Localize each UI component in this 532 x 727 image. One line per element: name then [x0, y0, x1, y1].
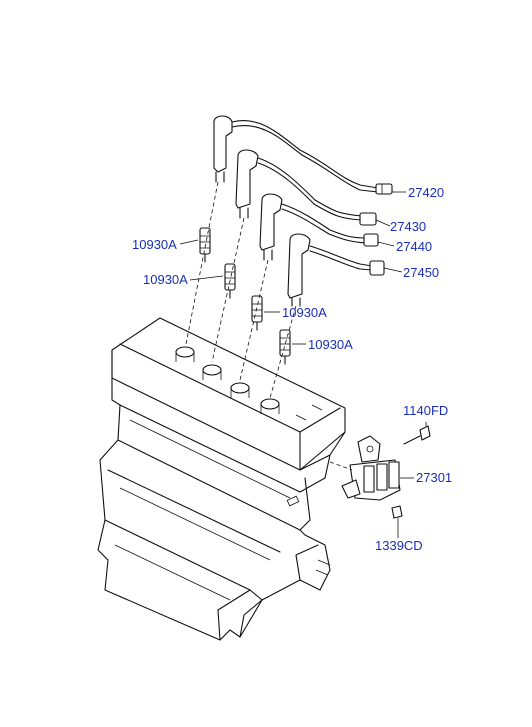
callout-1339cd[interactable]: 1339CD	[375, 538, 423, 553]
callout-10930a-2[interactable]: 10930A	[143, 272, 188, 287]
spark-plugs	[185, 181, 297, 399]
spark-plug-4	[279, 329, 291, 365]
callout-10930a-3[interactable]: 10930A	[282, 305, 327, 320]
engine-block	[97, 317, 346, 641]
leader-lines	[179, 191, 427, 538]
callout-27301[interactable]: 27301	[416, 470, 453, 485]
spark-plug-3	[251, 295, 263, 331]
callout-10930a-4[interactable]: 10930A	[308, 337, 353, 352]
callout-27420[interactable]: 27420	[408, 185, 445, 200]
callout-27440[interactable]: 27440	[396, 239, 433, 254]
callout-1140fd[interactable]: 1140FD	[403, 403, 449, 418]
ignition-coil	[329, 425, 431, 519]
ignition-cables	[213, 115, 393, 307]
spark-plug-1	[199, 227, 211, 263]
callout-10930a-1[interactable]: 10930A	[132, 237, 177, 252]
spark-plug-2	[224, 263, 236, 299]
callout-27450[interactable]: 27450	[403, 265, 440, 280]
callout-27430[interactable]: 27430	[390, 219, 427, 234]
